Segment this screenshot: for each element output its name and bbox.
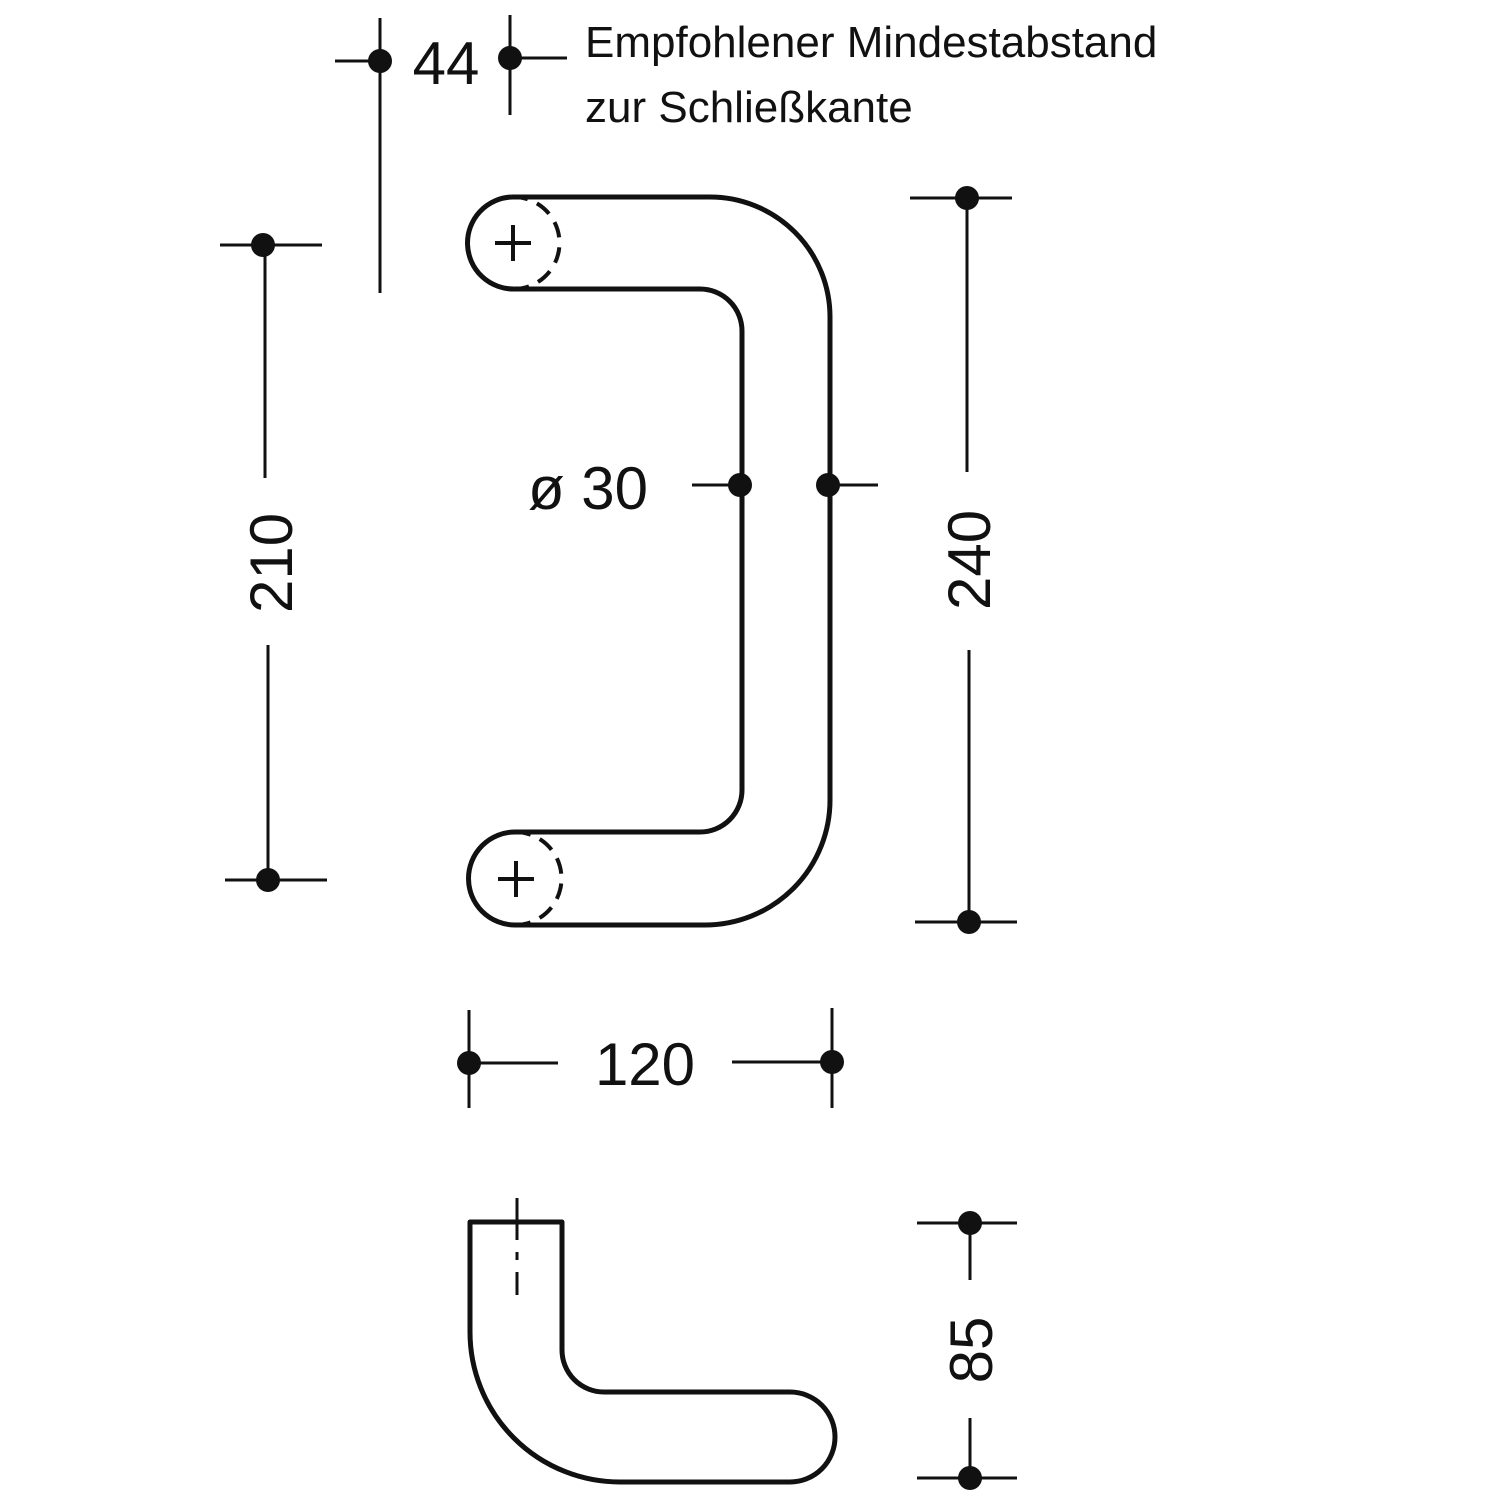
note-line-1: Empfohlener Mindestabstand (585, 18, 1157, 67)
fixing-point-top (495, 225, 531, 261)
dimension-dot (958, 1211, 982, 1235)
dimension-dot (816, 473, 840, 497)
dimension-dot (256, 868, 280, 892)
handle-side-view (467, 1219, 838, 1485)
dimension-dot (820, 1050, 844, 1074)
tube-diameter-label: ø 30 (528, 455, 648, 522)
dimension-dot (457, 1051, 481, 1075)
dimension-dot (958, 1466, 982, 1490)
grip-spacing-label: 210 (238, 513, 305, 613)
note-line-2: zur Schließkante (585, 83, 913, 132)
fixing-point-bottom (498, 861, 534, 897)
handle-front-view (465, 194, 833, 928)
dimension-dot (728, 473, 752, 497)
dimension-dot (368, 49, 392, 73)
side-depth-label: 85 (938, 1317, 1005, 1384)
projection-label: 120 (595, 1031, 695, 1098)
dimension-dot (957, 910, 981, 934)
edge-distance-label: 44 (413, 30, 480, 97)
overall-height-label: 240 (936, 510, 1003, 610)
handle-hidden-lines (511, 194, 564, 927)
dimension-dot (498, 46, 522, 70)
dimension-dot (955, 186, 979, 210)
dimension-dot (251, 233, 275, 257)
